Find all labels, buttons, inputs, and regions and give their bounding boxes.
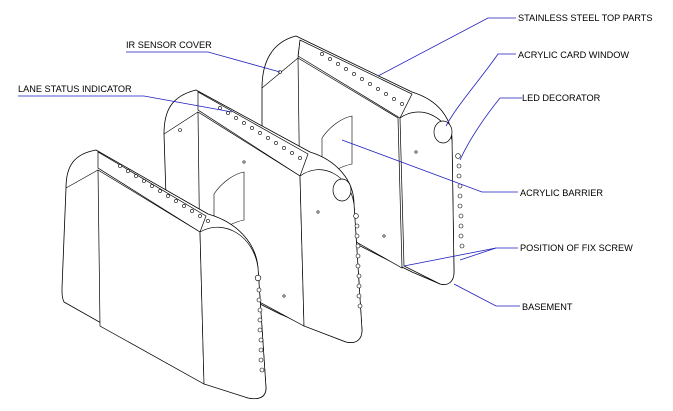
status-dots-middle xyxy=(218,106,302,160)
leader-lane-status-indicator xyxy=(18,95,233,113)
label-stainless-steel-top-parts: STAINLESS STEEL TOP PARTS xyxy=(518,13,652,23)
led-column-back xyxy=(455,153,465,249)
label-acrylic-card-window: ACRYLIC CARD WINDOW xyxy=(518,50,629,60)
leader-stainless-steel-top-parts xyxy=(377,17,516,77)
label-ir-sensor-cover: IR SENSOR COVER xyxy=(126,40,212,50)
leader-ir-sensor-cover xyxy=(126,51,281,73)
acrylic-card-window-back xyxy=(433,120,453,144)
led-column-middle xyxy=(353,213,363,309)
front-cabinet xyxy=(61,149,267,400)
label-position-of-fix-screw: POSITION OF FIX SCREW xyxy=(520,243,633,253)
leader-position-of-fix-screw-2 xyxy=(459,247,497,261)
labels: STAINLESS STEEL TOP PARTS IR SENSOR COVE… xyxy=(18,13,652,312)
label-basement: BASEMENT xyxy=(522,302,573,312)
label-lane-status-indicator: LANE STATUS INDICATOR xyxy=(18,84,132,94)
label-led-decorator: LED DECORATOR xyxy=(522,93,601,103)
leader-basement xyxy=(453,283,520,307)
leader-lines xyxy=(18,17,522,307)
status-dots-back xyxy=(320,52,404,106)
label-acrylic-barrier: ACRYLIC BARRIER xyxy=(520,188,603,198)
leader-acrylic-barrier xyxy=(341,139,518,193)
leader-acrylic-card-window xyxy=(445,53,516,127)
ir-sensor-cover-middle xyxy=(178,128,182,132)
status-dots-front xyxy=(118,164,210,223)
leader-led-decorator xyxy=(459,97,522,161)
led-column-front xyxy=(254,274,265,373)
acrylic-card-window-middle xyxy=(332,178,352,202)
